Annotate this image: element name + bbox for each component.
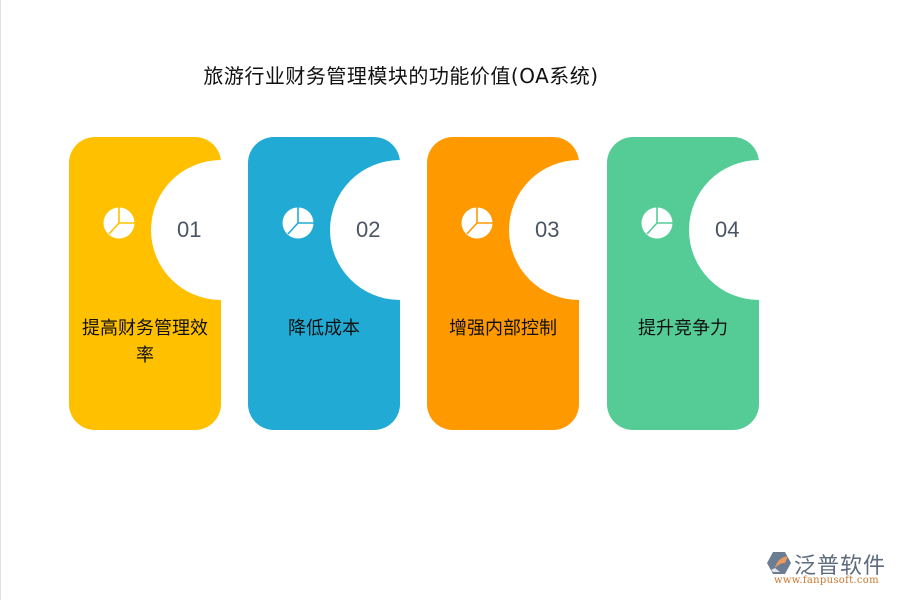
feature-card-4: 04 提升竞争力 bbox=[607, 137, 759, 430]
card-number: 04 bbox=[715, 217, 740, 242]
logo-url-text: www.fanpusoft.com bbox=[774, 575, 879, 586]
pie-chart-icon bbox=[282, 207, 314, 239]
pie-chart-icon bbox=[461, 207, 493, 239]
feature-card-1: 01 提高财务管理效率 bbox=[69, 137, 221, 430]
pie-chart-icon bbox=[103, 207, 135, 239]
feature-card-2: 02 降低成本 bbox=[248, 137, 400, 430]
card-label: 增强内部控制 bbox=[449, 318, 557, 339]
card-number: 02 bbox=[356, 217, 381, 242]
card-number: 01 bbox=[177, 217, 202, 242]
card-label: 提升竞争力 bbox=[638, 318, 728, 339]
logo-mark-icon bbox=[767, 552, 791, 574]
card-number: 03 bbox=[535, 217, 560, 242]
pie-chart-icon bbox=[641, 207, 673, 239]
brand-logo: 泛普软件 www.fanpusoft.com bbox=[760, 548, 890, 588]
card-label: 提高财务管理效率 bbox=[82, 318, 208, 366]
card-label: 降低成本 bbox=[288, 318, 360, 339]
page-title: 旅游行业财务管理模块的功能价值(OA系统) bbox=[203, 64, 599, 88]
feature-card-3: 03 增强内部控制 bbox=[427, 137, 579, 430]
logo-brand-text: 泛普软件 bbox=[794, 554, 887, 579]
